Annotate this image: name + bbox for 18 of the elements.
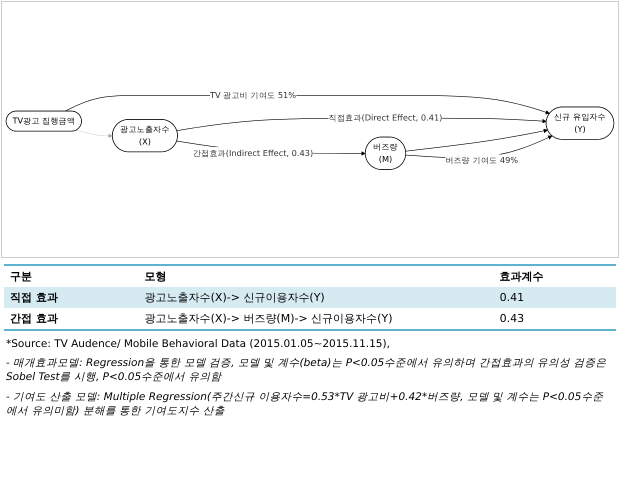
table-cell-text: 광고노출자수(X)-> 버즈량(M)-> 신규이용자수(Y) [144, 312, 392, 325]
table-cell-text: 직접 효과 [10, 291, 58, 304]
edge-label: 버즈량 기여도 49% [445, 156, 518, 166]
arrow [406, 128, 548, 152]
edge-label: 직접효과(Direct Effect, 0.41) [328, 113, 442, 123]
column-header: 구분 [10, 270, 32, 283]
table-cell-text: 광고노출자수(X)-> 신규이용자수(Y) [144, 291, 325, 304]
edge-label: TV 광고비 기여도 51% [210, 90, 296, 100]
column-header: 효과계수 [500, 270, 544, 283]
table-cell-text: 0.43 [500, 312, 524, 325]
footnote: - 매개효과모델: Regression을 통한 모델 검증, 모델 및 계수(beta)는 P<0.05수준에서 유의하며 간접효과의 유의성 검증은 Sobel Test를 시행, P<0.05수준에서 유의함 [6, 356, 608, 385]
footnote: - 기여도 산출 모델: Multiple Regression(주간신규 이용자수=0.53*TV 광고비+0.42*버즈량, 모델 및 계수는 P<0.05수준에서 유의미함) 분해를 통한 기여도지수 산출 [6, 390, 604, 418]
table-cell-text: 간접 효과 [10, 312, 58, 325]
arrow [76, 130, 113, 138]
table-cell-text: 0.41 [500, 291, 524, 304]
edge-label: 간접효과(Indirect Effect, 0.43) [192, 148, 314, 158]
column-header: 모형 [144, 270, 167, 283]
source-note: *Source: TV Audence/ Mobile Behavioral Data (2015.01.05~2015.11.15), [6, 337, 391, 352]
